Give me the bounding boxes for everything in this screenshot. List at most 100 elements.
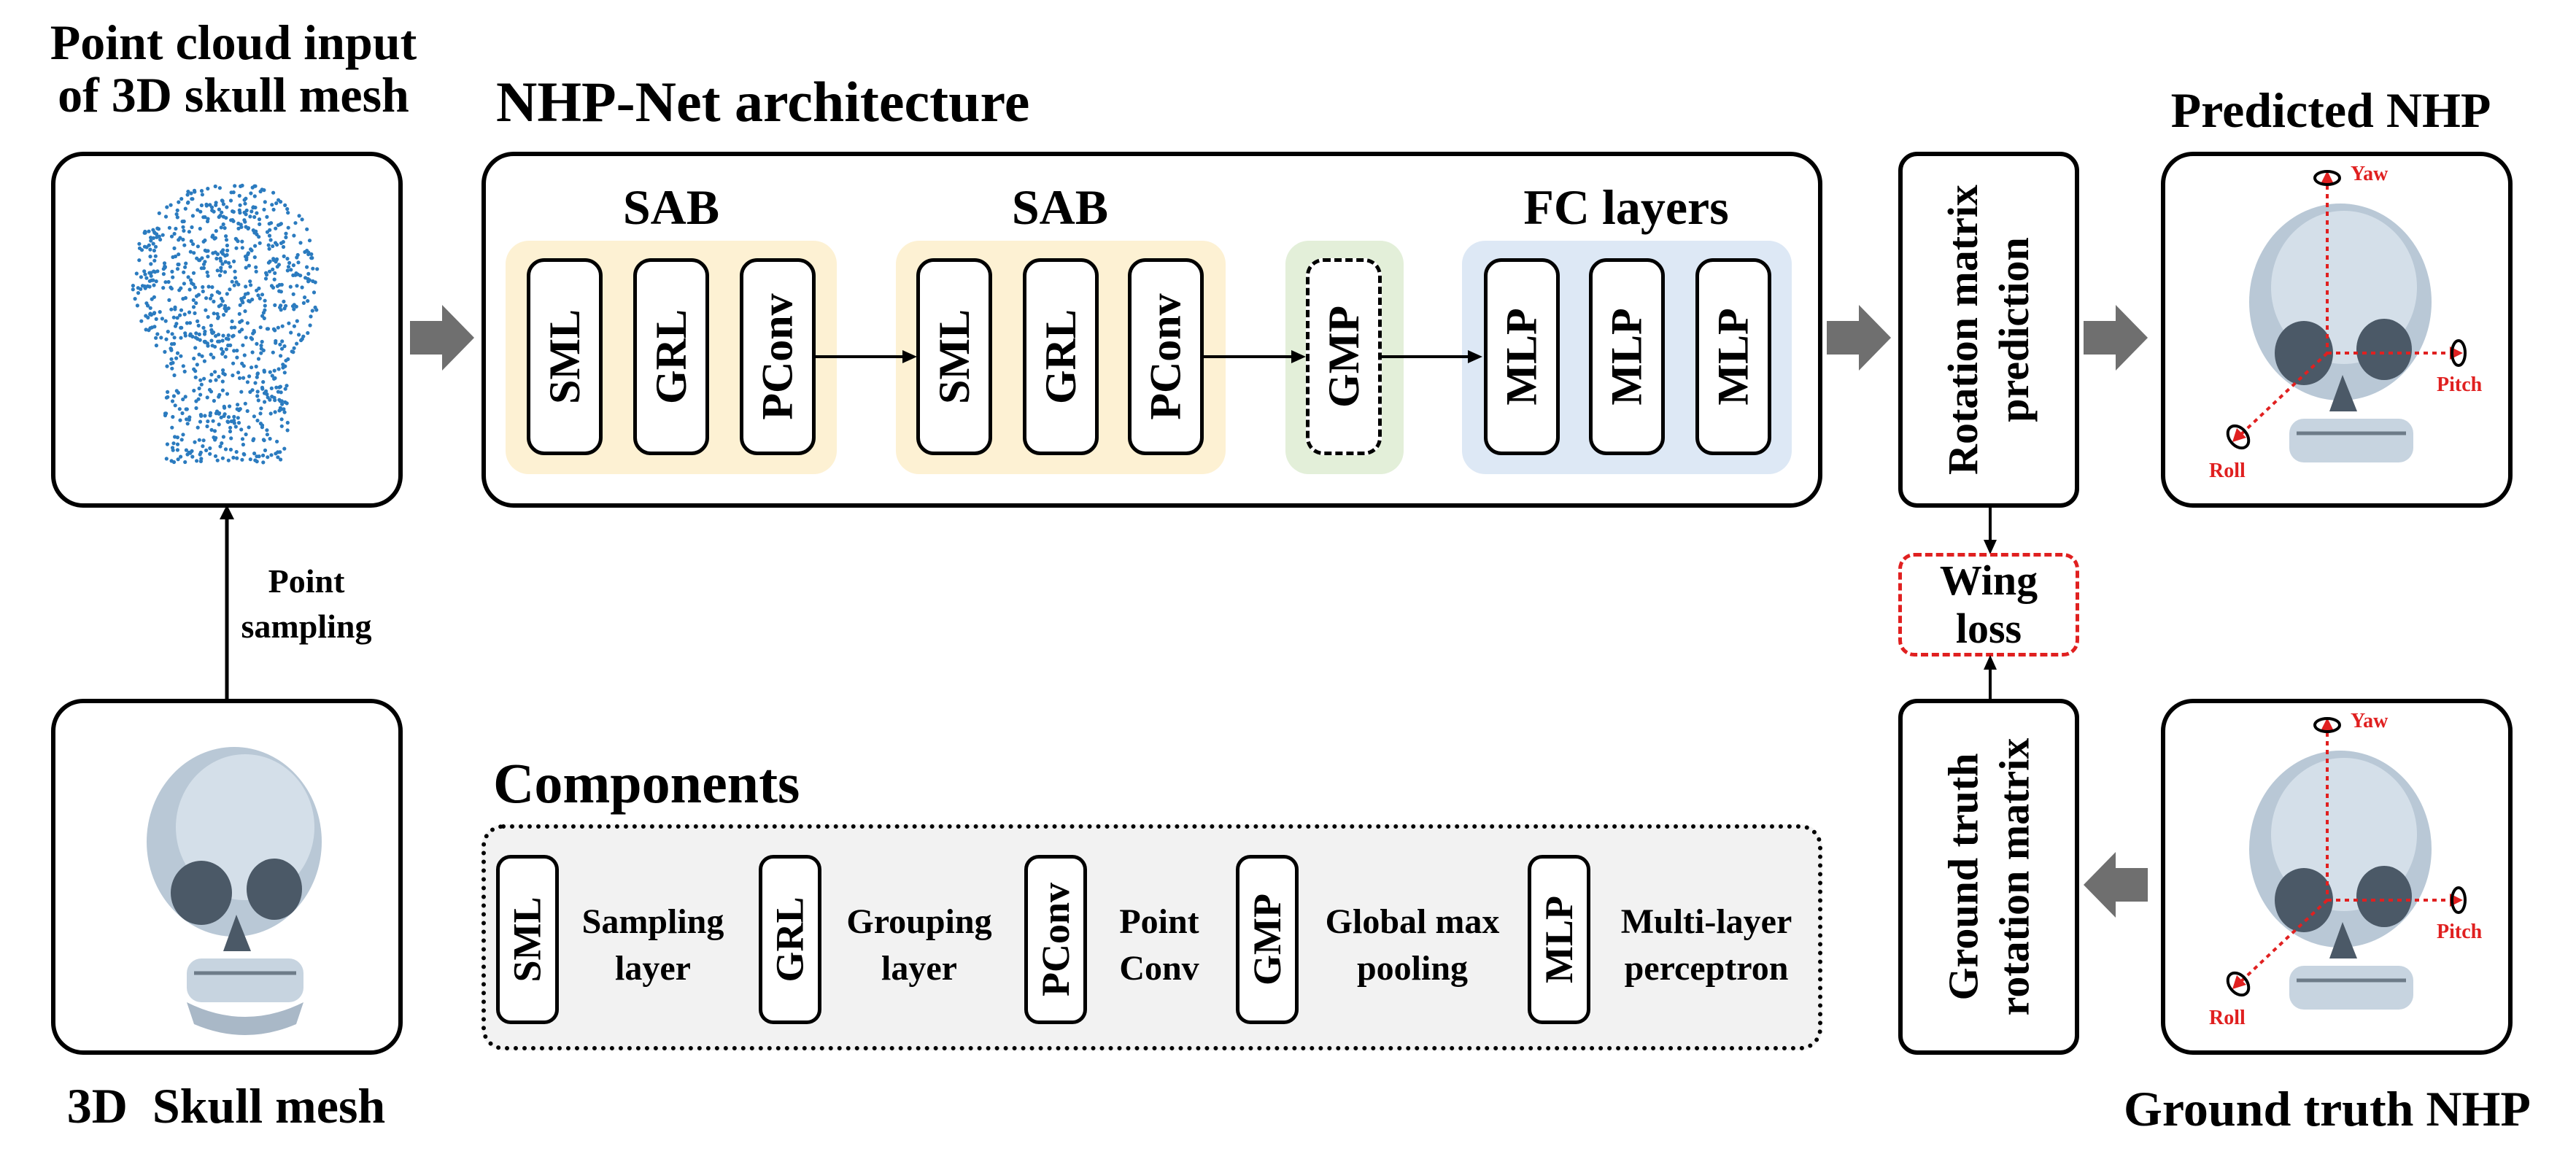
point-cloud-dot	[187, 287, 192, 292]
point-cloud-dot	[165, 205, 169, 209]
point-cloud-dot	[270, 203, 274, 207]
point-cloud-dot	[159, 336, 163, 340]
point-cloud-dot	[265, 214, 269, 219]
point-cloud-dot	[149, 274, 153, 278]
legend-gmp-desc: Global max pooling	[1325, 902, 1500, 988]
point-cloud-dot	[223, 406, 227, 410]
point-cloud-dot	[190, 214, 195, 218]
point-cloud-dot	[237, 311, 241, 316]
point-cloud-dot	[278, 399, 282, 403]
point-cloud-dot	[255, 341, 259, 346]
point-cloud-dot	[212, 236, 217, 241]
point-cloud-dot	[253, 381, 258, 385]
point-cloud-dot	[209, 338, 214, 343]
point-cloud-dot	[247, 299, 252, 303]
point-cloud-dot	[226, 343, 231, 348]
point-cloud-dot	[310, 309, 314, 313]
point-cloud-dot	[210, 208, 214, 213]
point-cloud-dot	[140, 284, 145, 288]
point-cloud-dot	[220, 250, 224, 255]
point-cloud-dot	[244, 432, 248, 437]
point-cloud-dot	[172, 373, 177, 378]
sab2-sml-block: SML	[916, 258, 992, 455]
point-cloud-dot	[137, 258, 142, 263]
point-cloud-dot	[204, 296, 209, 301]
point-cloud-dot	[192, 356, 196, 361]
point-cloud-dot	[190, 197, 194, 201]
point-cloud-dot	[306, 271, 311, 276]
point-cloud-dot	[198, 258, 202, 263]
point-cloud-dot	[157, 211, 161, 215]
point-cloud-dot	[255, 371, 260, 376]
point-cloud-dot	[292, 324, 296, 328]
point-cloud-dot	[186, 275, 190, 279]
point-cloud-dot	[179, 286, 183, 290]
point-cloud-dot	[147, 243, 151, 247]
point-cloud-dot	[180, 220, 185, 224]
legend-sml-desc: Sampling layer	[581, 902, 724, 988]
point-cloud-dot	[312, 290, 317, 295]
point-cloud-dot	[191, 298, 196, 302]
point-cloud-dot	[292, 307, 296, 311]
point-cloud-dot	[298, 241, 303, 245]
point-cloud-dot	[215, 458, 220, 462]
point-cloud-dot	[185, 321, 189, 325]
point-cloud-dot	[275, 284, 279, 288]
point-cloud-dot	[228, 404, 232, 408]
point-cloud-dot	[274, 226, 278, 231]
point-cloud-dot	[263, 448, 268, 452]
point-cloud-dot	[182, 270, 186, 274]
point-cloud-dot	[224, 347, 228, 352]
point-cloud-dot	[179, 336, 183, 340]
point-cloud-dot	[171, 414, 175, 419]
point-cloud-dot	[258, 189, 263, 194]
point-cloud-dot	[165, 364, 169, 368]
predicted-nhp-title: Predicted NHP	[2170, 82, 2491, 138]
point-cloud-dot	[145, 284, 150, 288]
point-cloud-dot	[274, 385, 279, 390]
point-cloud-dot	[284, 235, 288, 239]
point-cloud-dot	[240, 183, 244, 187]
sab1-pconv-block: PConv	[740, 258, 816, 455]
point-cloud-dot	[264, 271, 268, 275]
point-cloud-dot	[229, 190, 233, 195]
point-cloud-dot	[292, 303, 296, 307]
fc-mlp-block-3: MLP	[1695, 258, 1771, 455]
point-cloud-dot	[181, 397, 185, 402]
point-cloud-dot	[257, 454, 261, 459]
point-cloud-dot	[203, 238, 207, 243]
point-cloud-dot	[223, 260, 228, 264]
point-cloud-dot	[224, 238, 229, 242]
point-cloud-dot	[261, 380, 266, 384]
point-cloud-dot	[183, 265, 187, 269]
point-cloud-dot	[292, 346, 296, 350]
point-cloud-dot	[250, 388, 255, 392]
point-cloud-dot	[245, 321, 250, 325]
point-cloud-dot	[179, 354, 183, 358]
point-cloud-dot	[202, 359, 206, 363]
point-cloud-dot	[181, 225, 185, 229]
point-cloud-dot	[174, 212, 179, 217]
point-cloud-dot	[213, 250, 217, 255]
point-cloud-dot	[191, 271, 196, 275]
point-cloud-dot	[169, 287, 174, 291]
point-cloud-dot	[241, 442, 245, 447]
point-cloud-dot	[171, 315, 176, 319]
point-cloud-dot	[206, 274, 210, 278]
point-cloud-dot	[179, 454, 183, 459]
legend-mlp-block: MLP	[1528, 855, 1590, 1024]
point-cloud-dot	[177, 252, 181, 257]
point-cloud-dot	[268, 238, 273, 242]
point-cloud-dot	[220, 199, 225, 204]
point-cloud-dot	[291, 273, 295, 277]
point-cloud-dot	[236, 421, 241, 425]
point-cloud-dot	[263, 276, 268, 281]
point-cloud-dot	[301, 301, 306, 305]
point-cloud-dot	[136, 286, 140, 290]
point-cloud-dot	[194, 301, 198, 306]
point-cloud-dot	[217, 411, 221, 416]
point-cloud-dot	[257, 217, 262, 222]
point-cloud-dot	[281, 365, 285, 370]
point-cloud-dot	[174, 389, 179, 393]
point-cloud-dot	[305, 249, 309, 253]
